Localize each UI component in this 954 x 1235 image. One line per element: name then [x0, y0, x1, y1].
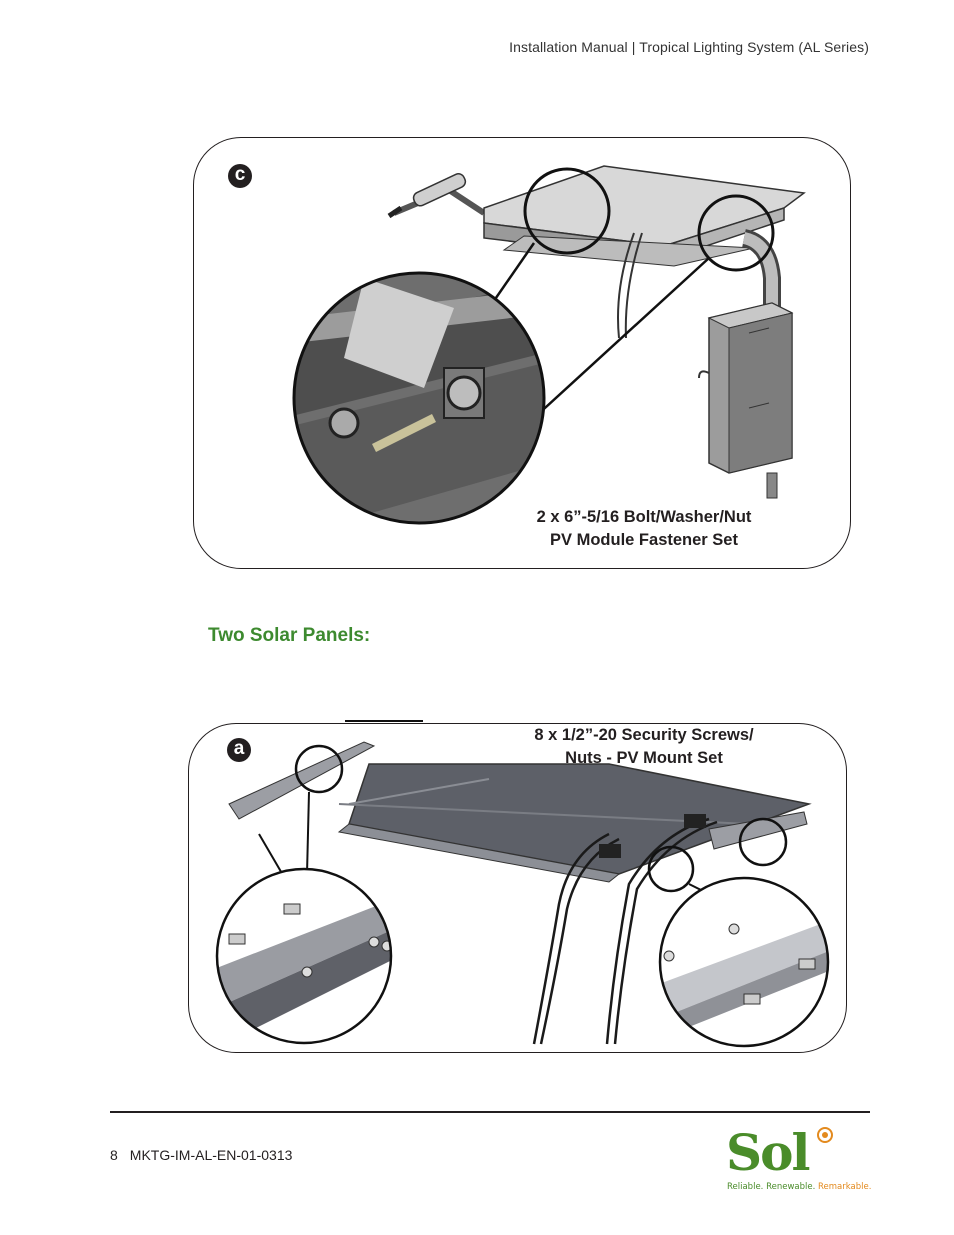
- sun-icon: [817, 1127, 833, 1143]
- figure-c-caption: 2 x 6”-5/16 Bolt/Washer/Nut PV Module Fa…: [494, 506, 794, 552]
- figure-c-caption-line2: PV Module Fastener Set: [550, 531, 738, 549]
- tagline-part2: Remarkable.: [818, 1182, 872, 1192]
- logo-tagline: Reliable. Renewable. Remarkable.: [727, 1182, 871, 1192]
- footer-info: 8 MKTG-IM-AL-EN-01-0313: [110, 1147, 292, 1163]
- page-header: Installation Manual | Tropical Lighting …: [509, 39, 869, 55]
- step-a-badge: a: [227, 738, 251, 762]
- section-heading: Two Solar Panels:: [208, 625, 371, 646]
- doc-code: MKTG-IM-AL-EN-01-0313: [129, 1147, 293, 1163]
- figure-a-caption: 8 x 1/2”-20 Security Screws/ Nuts - PV M…: [499, 724, 789, 770]
- pv-mount-drawing: [215, 741, 830, 1048]
- figure-a-pv-mount-illustration: a 8 x 1/2”-20 Security Screws/ Nuts - PV…: [188, 723, 847, 1053]
- step-c-badge: c: [228, 164, 252, 188]
- logo-wordmark: Sol: [726, 1123, 810, 1182]
- fastener-assembly-drawing: [292, 165, 806, 525]
- figure-c-fastener-illustration: c 2 x 6”-5/16 Bolt/Washer/Nut PV Module …: [193, 137, 851, 569]
- figure-a-caption-line2: Nuts - PV Mount Set: [565, 749, 723, 767]
- tagline-part1: Reliable. Renewable.: [727, 1182, 818, 1192]
- sol-logo: Sol Reliable. Renewable. Remarkable.: [726, 1124, 876, 1196]
- figure-a-caption-line1: 8 x 1/2”-20 Security Screws/: [534, 726, 754, 744]
- footer-divider: [110, 1111, 870, 1113]
- figure-c-caption-line1: 2 x 6”-5/16 Bolt/Washer/Nut: [536, 508, 752, 526]
- page-number: 8: [110, 1147, 118, 1163]
